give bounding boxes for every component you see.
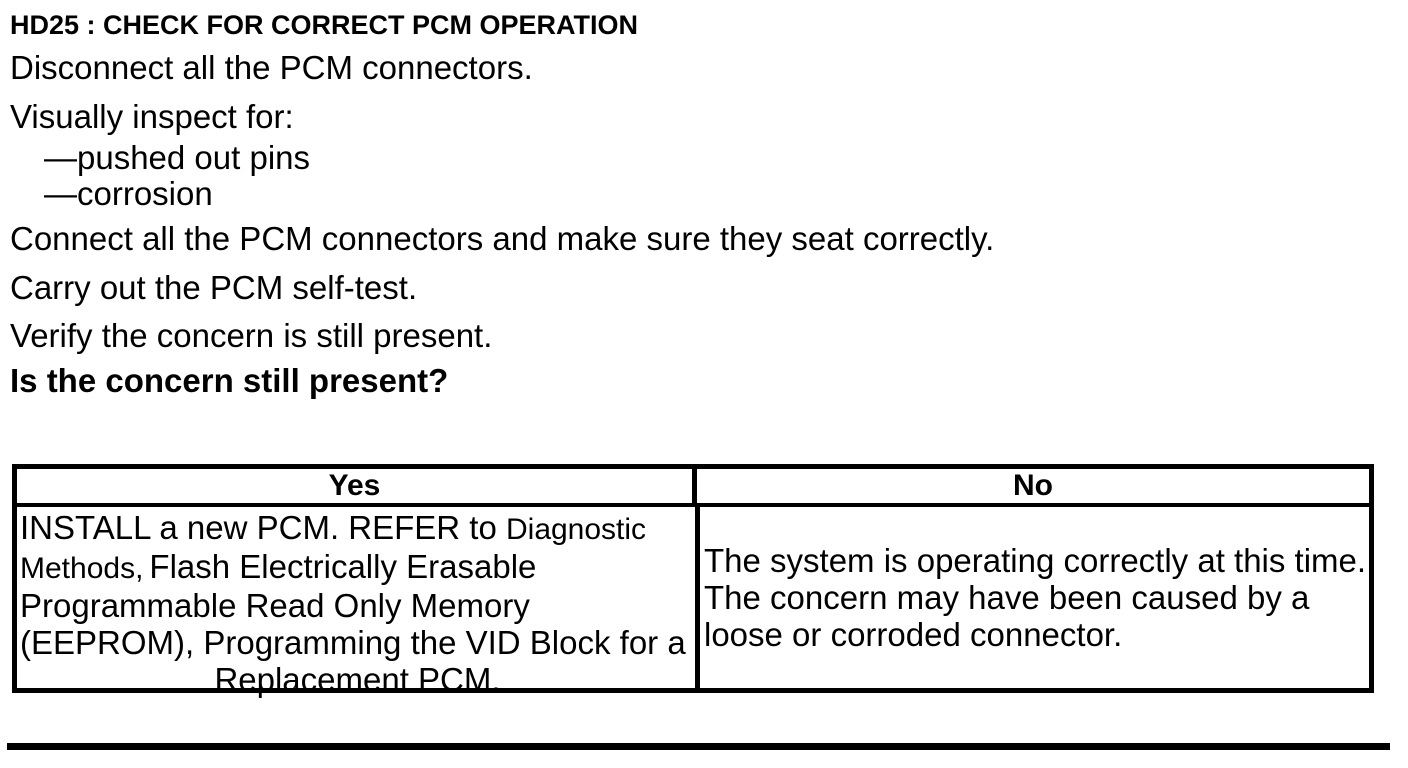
yes-cell-text: Flash Electrically Erasable: [149, 548, 537, 585]
decision-question: Is the concern still present?: [10, 362, 449, 399]
instruction-line: Carry out the PCM self-test.: [10, 269, 418, 306]
yes-cell-line: INSTALL a new PCM. REFER to Diagnostic: [20, 509, 695, 548]
instruction-line: Connect all the PCM connectors and make …: [10, 220, 995, 257]
yes-cell-line: (EEPROM), Programming the VID Block for …: [20, 624, 686, 661]
yes-no-result-table: Yes No INSTALL a new PCM. REFER to Diagn…: [12, 464, 1374, 698]
step-heading: HD25 : CHECK FOR CORRECT PCM OPERATION: [10, 10, 639, 40]
instruction-line: Verify the concern is still present.: [10, 317, 493, 354]
result-table-header-row: Yes No: [17, 469, 1369, 507]
reference-link-text: Methods,: [20, 552, 144, 585]
instruction-line: Visually inspect for:: [10, 98, 294, 135]
reference-link-text: Diagnostic: [505, 513, 647, 546]
instruction-line: Disconnect all the PCM connectors.: [10, 49, 533, 86]
yes-cell-line: Programmable Read Only Memory: [20, 587, 530, 624]
inspect-list-item: —pushed out pins: [44, 139, 311, 176]
result-table-body-row: INSTALL a new PCM. REFER to Diagnostic M…: [17, 507, 1369, 698]
yes-cell-line: Methods,Flash Electrically Erasable: [20, 548, 695, 587]
yes-column-header: Yes: [17, 469, 697, 503]
yes-cell-line: Replacement PCM.: [214, 661, 501, 698]
no-cell-line: The concern may have been caused by a: [704, 579, 1310, 616]
section-divider-rule: [7, 743, 1390, 750]
inspect-list-item: —corrosion: [44, 175, 213, 212]
no-column-header: No: [1013, 469, 1053, 502]
no-cell-line: The system is operating correctly at thi…: [704, 542, 1367, 579]
yes-action-cell: INSTALL a new PCM. REFER to Diagnostic M…: [17, 507, 700, 698]
yes-cell-text: INSTALL a new PCM. REFER to: [20, 509, 506, 546]
no-cell-line: loose or corroded connector.: [704, 616, 1123, 653]
no-action-cell: The system is operating correctly at thi…: [700, 507, 1369, 688]
